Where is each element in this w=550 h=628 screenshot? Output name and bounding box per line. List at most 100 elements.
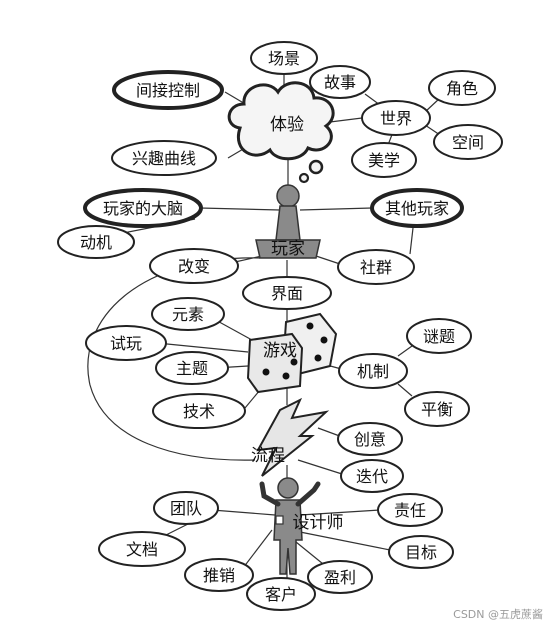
label-aesthetics: 美学 <box>368 151 400 170</box>
node-responsibility <box>377 493 443 527</box>
designer-badge-icon <box>275 515 284 525</box>
label-interface: 界面 <box>271 284 303 303</box>
topic-nodes <box>57 41 503 611</box>
label-technology: 技术 <box>183 402 215 421</box>
node-labels: 场景 间接控制 故事 角色 世界 空间 兴趣曲线 美学 玩家的大脑 其他玩家 动… <box>80 49 484 604</box>
die-pip <box>282 372 290 380</box>
label-change: 改变 <box>178 257 210 276</box>
thought-bubble-large-icon <box>308 159 324 175</box>
label-story: 故事 <box>324 73 356 92</box>
label-documentation: 文档 <box>126 540 158 559</box>
label-puzzle: 谜题 <box>423 327 455 346</box>
label-marketing: 推销 <box>203 566 235 585</box>
label-theme: 主题 <box>176 359 208 378</box>
label-goal: 目标 <box>405 543 437 562</box>
edge-mechanics-puzzle <box>397 345 413 357</box>
node-story <box>309 65 371 99</box>
label-space: 空间 <box>452 133 484 152</box>
thought-bubble-small-icon <box>298 172 310 184</box>
node-motivation <box>57 225 135 259</box>
label-player-brain: 玩家的大脑 <box>103 199 183 218</box>
designer-head-icon <box>277 477 299 499</box>
designer-head-scratch-arm-icon <box>259 481 281 507</box>
edge-playtest-game <box>156 342 249 353</box>
node-profit <box>307 560 373 594</box>
node-creativity <box>337 422 403 456</box>
node-theme <box>155 351 229 385</box>
node-interest-curve <box>111 140 217 176</box>
label-creativity: 创意 <box>354 430 386 449</box>
label-mechanics: 机制 <box>357 362 389 381</box>
designer-body-icon <box>273 499 303 575</box>
designer-hub: 设计师 <box>259 477 344 575</box>
label-client: 客户 <box>265 585 297 604</box>
label-playtest: 试玩 <box>110 334 142 353</box>
designer-label: 设计师 <box>293 513 344 533</box>
node-space <box>433 124 503 160</box>
edge-designer-goal <box>299 531 391 551</box>
edge-community-other-players <box>409 227 414 255</box>
node-scene <box>250 41 318 75</box>
edge-player-brain <box>199 207 281 211</box>
experience-label: 体验 <box>270 115 304 135</box>
label-team: 团队 <box>170 499 202 518</box>
node-community <box>337 249 415 285</box>
experience-hub: 体验 <box>227 81 335 184</box>
node-balance <box>404 391 470 427</box>
label-elements: 元素 <box>172 305 204 324</box>
label-indirect-control: 间接控制 <box>136 81 200 100</box>
edge-team-designer <box>211 509 276 516</box>
process-label: 流程 <box>251 446 285 466</box>
node-technology <box>152 393 246 429</box>
die-pip <box>320 336 328 344</box>
label-balance: 平衡 <box>421 400 453 419</box>
node-interface <box>242 276 332 310</box>
node-mechanics <box>338 353 408 389</box>
node-role <box>428 70 496 106</box>
node-iteration <box>340 459 404 493</box>
node-goal <box>388 535 454 569</box>
label-interest-curve: 兴趣曲线 <box>132 149 196 168</box>
node-indirect-control <box>112 70 224 110</box>
edge-designer-responsibility <box>299 509 381 516</box>
edge-experience-world <box>329 117 363 123</box>
label-role: 角色 <box>446 79 478 98</box>
edge-player-other-players <box>299 207 373 211</box>
connector-lines <box>87 70 441 578</box>
die-pip <box>314 354 322 362</box>
node-client <box>246 577 316 611</box>
node-elements <box>151 297 225 331</box>
label-scene: 场景 <box>268 49 300 68</box>
label-iteration: 迭代 <box>356 467 388 486</box>
edge-mechanics-balance <box>397 383 413 397</box>
node-documentation <box>98 531 186 567</box>
game-hub: 游戏 <box>246 312 338 394</box>
label-world: 世界 <box>380 109 412 128</box>
player-label: 玩家 <box>271 239 305 259</box>
label-motivation: 动机 <box>80 233 112 252</box>
process-hub: 流程 <box>251 397 330 477</box>
node-playtest <box>85 325 167 361</box>
label-other-players: 其他玩家 <box>385 199 449 218</box>
label-responsibility: 责任 <box>394 501 426 520</box>
pawn-base-icon <box>255 239 321 259</box>
designer-raised-arm-icon <box>295 481 321 507</box>
player-hub: 玩家 <box>255 184 321 259</box>
die-pip <box>306 322 314 330</box>
edge-process-iteration <box>297 459 343 475</box>
pawn-head-icon <box>276 184 300 208</box>
node-player-brain <box>83 188 203 228</box>
csdn-watermark: CSDN @五虎蔗酱 <box>453 607 543 621</box>
node-team <box>153 491 219 525</box>
die-pip <box>290 358 298 366</box>
thought-cloud-icon <box>227 81 335 161</box>
node-aesthetics <box>351 142 417 178</box>
node-world <box>361 100 431 136</box>
edge-player-community <box>315 255 341 265</box>
node-puzzle <box>406 318 472 354</box>
node-change <box>149 248 239 284</box>
die-pip <box>262 368 270 376</box>
node-marketing <box>184 558 254 592</box>
